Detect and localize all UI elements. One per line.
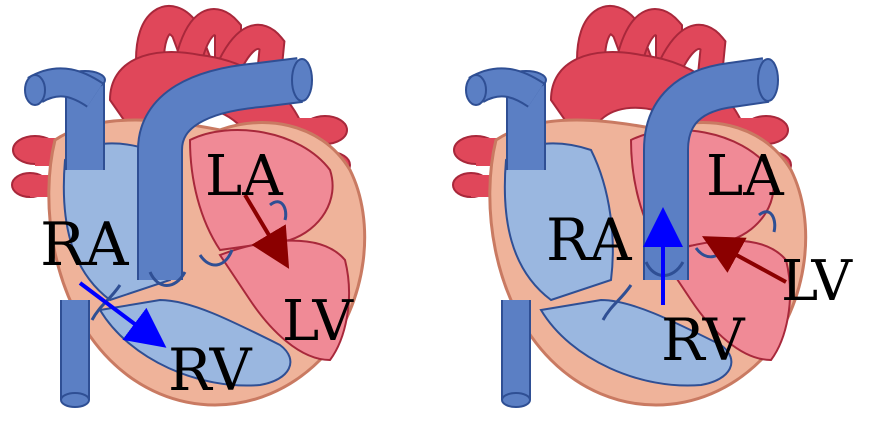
heart-diagram-left: LA RA LV RV bbox=[0, 0, 440, 430]
label-rv: RV bbox=[661, 306, 746, 374]
heart-illustration-left: LA RA LV RV bbox=[0, 0, 440, 430]
label-ra: RA bbox=[40, 210, 129, 280]
label-la: LA bbox=[205, 144, 283, 209]
heart-illustration-right: LA RA LV RV bbox=[441, 0, 881, 430]
heart-diagram-right: LA RA LV RV bbox=[441, 0, 881, 430]
label-la: LA bbox=[706, 144, 784, 209]
label-ra: RA bbox=[546, 206, 633, 274]
label-lv: LV bbox=[781, 249, 854, 314]
label-lv: LV bbox=[282, 289, 355, 354]
label-rv: RV bbox=[168, 336, 253, 404]
